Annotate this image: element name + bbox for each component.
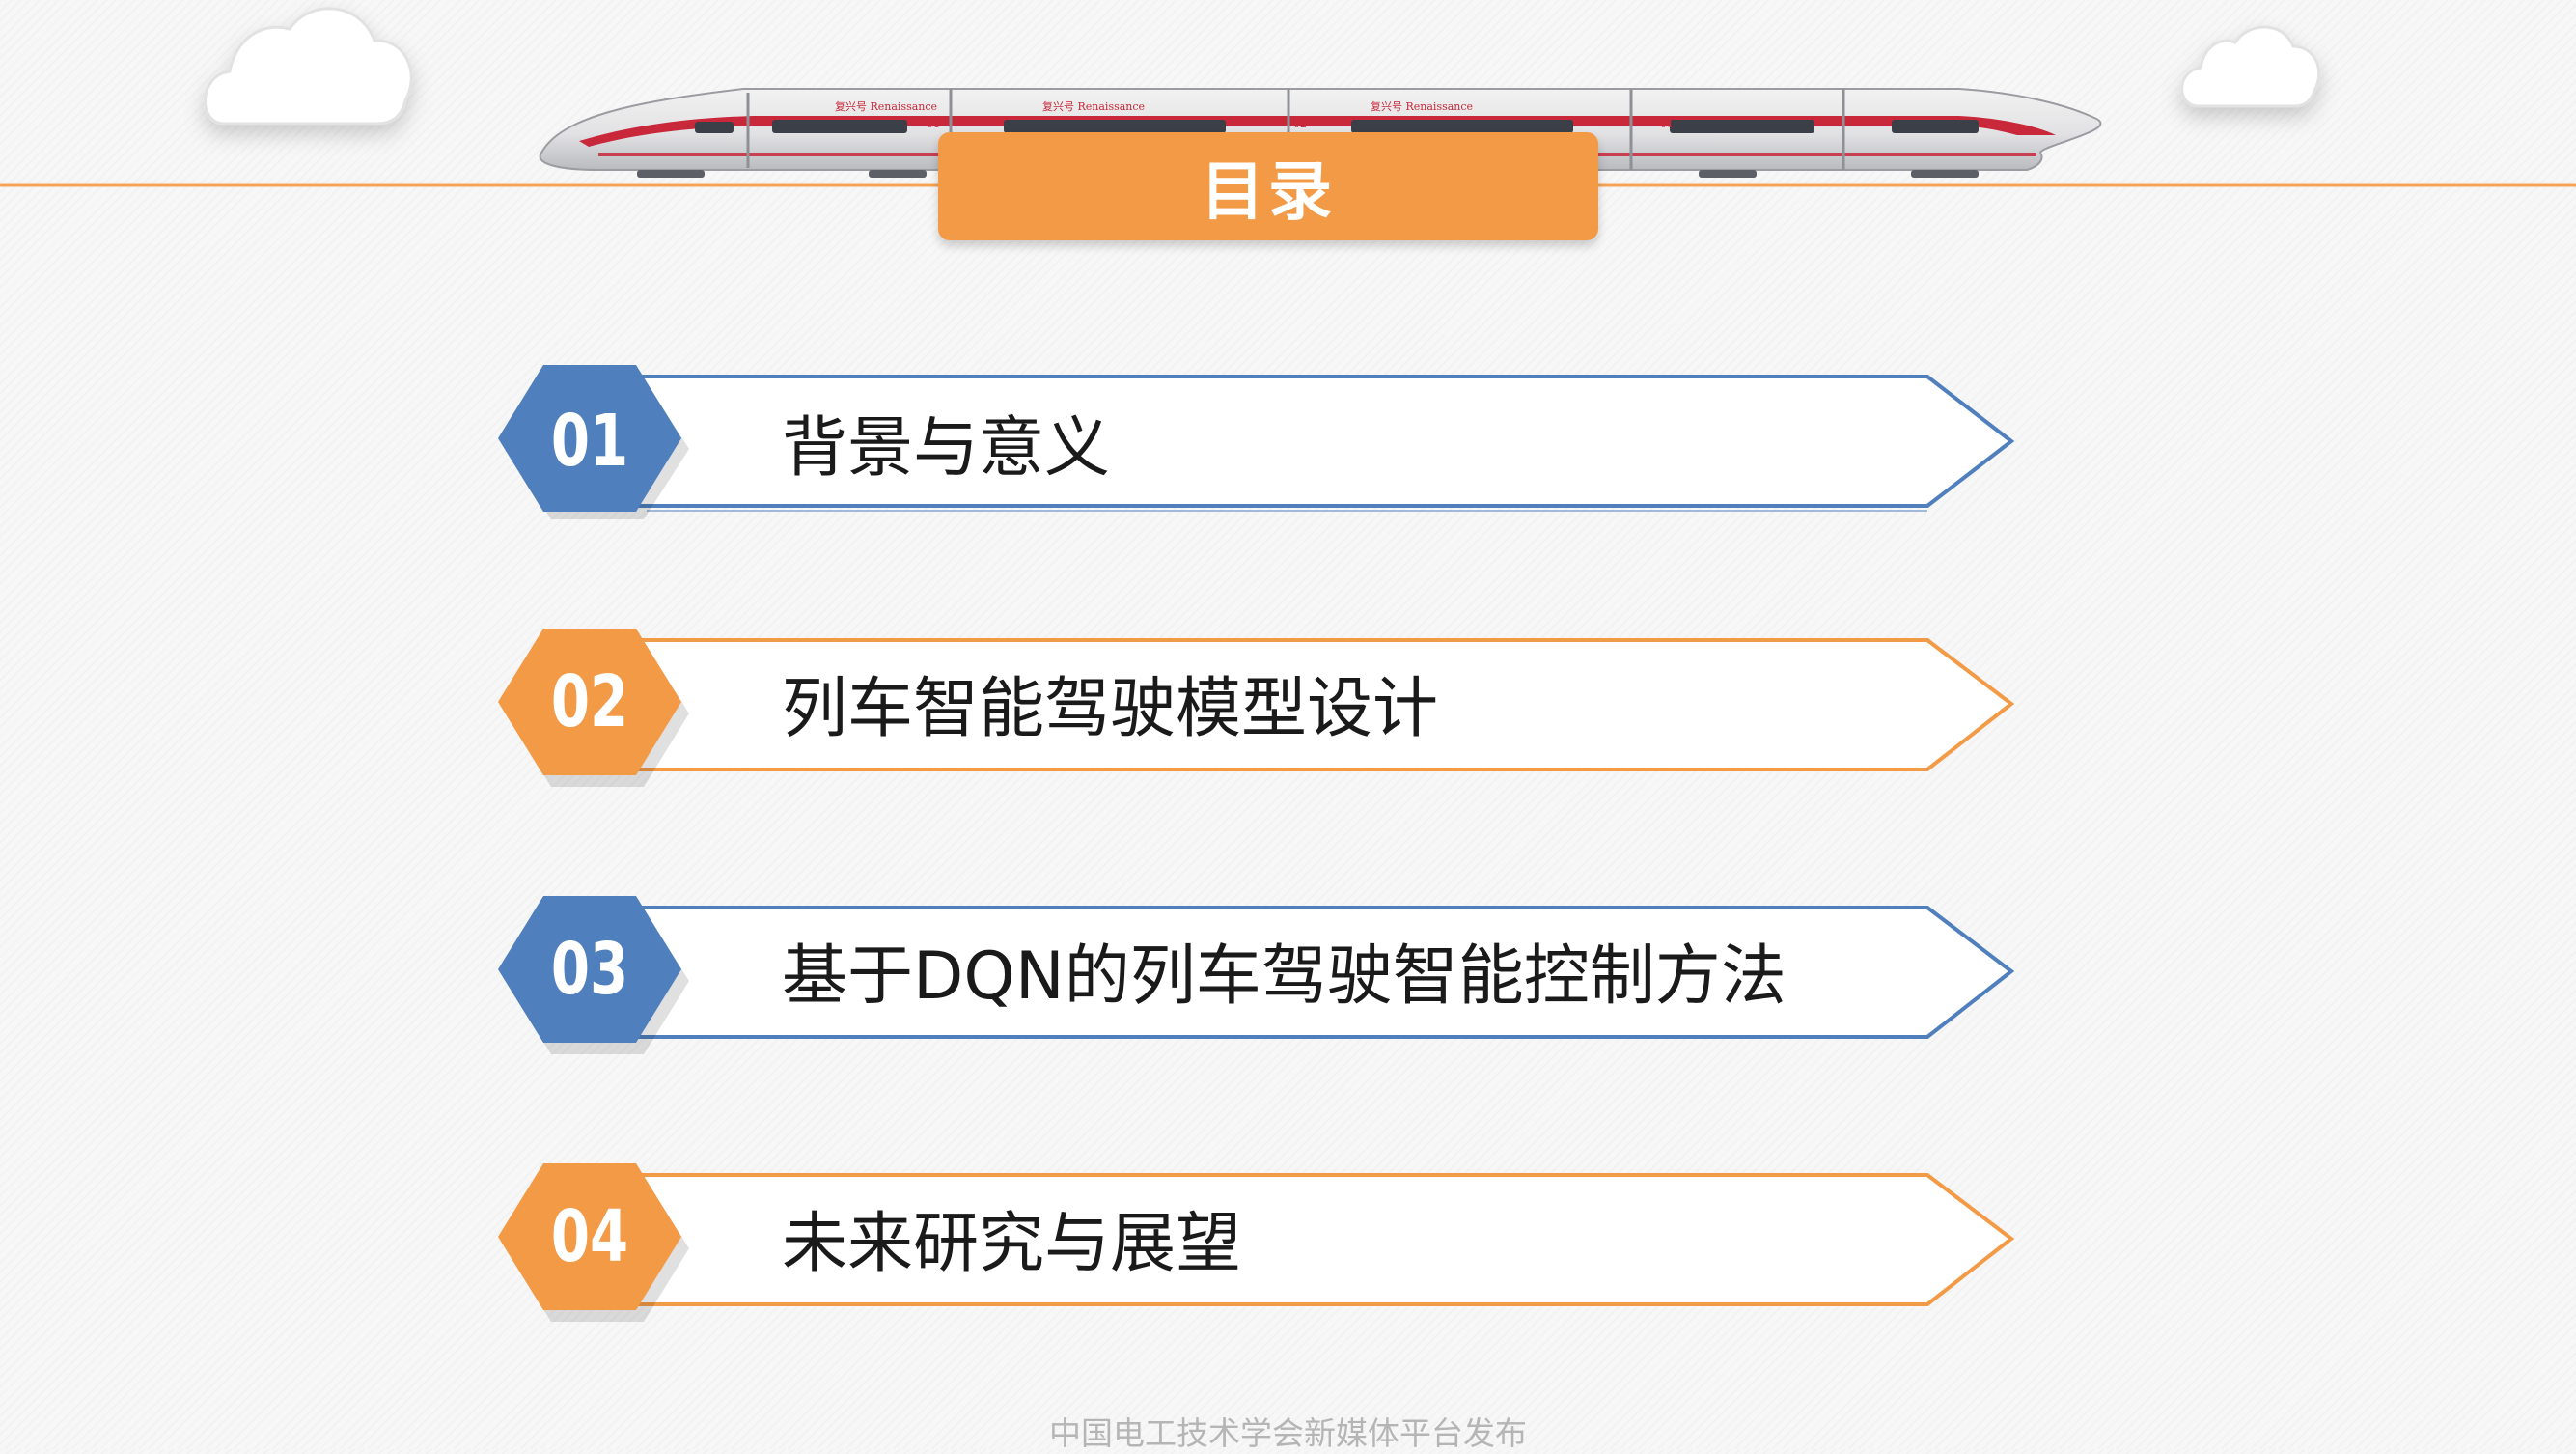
svg-text:01: 01: [927, 118, 940, 130]
toc-arrow-banner: [498, 1163, 2015, 1322]
toc-number: 04: [550, 1195, 629, 1278]
toc-label: 基于DQN的列车驾驶智能控制方法: [782, 937, 1787, 1015]
svg-text:复兴号 Renaissance: 复兴号 Renaissance: [1371, 99, 1473, 113]
svg-text:01: 01: [1660, 118, 1674, 130]
hexagon-badge: [498, 365, 689, 519]
hexagon-badge: [498, 1163, 689, 1322]
svg-text:复兴号 Renaissance: 复兴号 Renaissance: [1042, 99, 1145, 113]
cloud-icon: [2180, 25, 2321, 108]
slide-title: 目录: [1201, 154, 1336, 229]
toc-label: 列车智能驾驶模型设计: [782, 670, 1439, 747]
toc-arrow-banner: [498, 896, 2015, 1054]
toc-item-01[interactable]: 01 背景与意义: [0, 359, 2576, 523]
toc-number: 02: [550, 660, 629, 743]
title-banner: 目录: [938, 132, 1598, 240]
toc-arrow-banner: [498, 629, 2015, 787]
toc-label: 未来研究与展望: [782, 1205, 1242, 1282]
toc-item-03[interactable]: 03 基于DQN的列车驾驶智能控制方法: [0, 894, 2576, 1058]
hexagon-badge: [498, 629, 689, 787]
toc-label: 背景与意义: [782, 409, 1111, 487]
toc-number: 01: [550, 400, 629, 483]
toc-item-04[interactable]: 04 未来研究与展望: [0, 1161, 2576, 1326]
toc-item-02[interactable]: 02 列车智能驾驶模型设计: [0, 627, 2576, 791]
cloud-icon: [203, 7, 413, 126]
toc-arrow-banner: [498, 365, 2015, 519]
hexagon-badge: [498, 896, 689, 1054]
svg-text:02: 02: [1293, 118, 1307, 130]
svg-text:复兴号 Renaissance: 复兴号 Renaissance: [835, 99, 937, 113]
footer-credit: 中国电工技术学会新媒体平台发布: [1049, 1414, 1527, 1452]
toc-number: 03: [550, 928, 629, 1011]
